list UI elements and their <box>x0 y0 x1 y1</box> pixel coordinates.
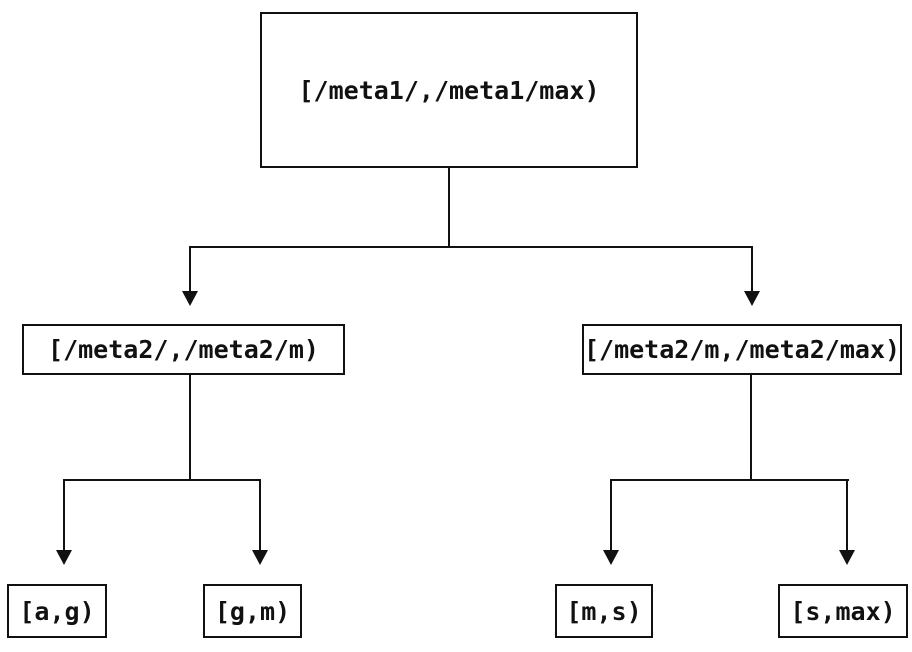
node-leaf-ms: [m,s) <box>555 584 653 638</box>
node-level2-right-label: [/meta2/m,/meta2/max) <box>583 335 901 364</box>
node-level2-left: [/meta2/,/meta2/m) <box>22 324 345 375</box>
edge-left-subtree-bar <box>63 479 261 481</box>
arrowhead-down-icon <box>252 550 268 565</box>
node-root-label: [/meta1/,/meta1/max) <box>298 75 600 105</box>
edge-right-subtree-stem <box>750 375 752 480</box>
edge-root-stem <box>448 168 450 247</box>
arrowhead-down-icon <box>56 550 72 565</box>
node-leaf-ag: [a,g) <box>7 584 107 638</box>
node-leaf-smax: [s,max) <box>778 584 908 638</box>
edge-left-subtree-stem <box>189 375 191 480</box>
edge-right-subtree-left-drop <box>610 479 612 550</box>
edge-right-subtree-right-drop <box>846 479 848 550</box>
node-leaf-ag-label: [a,g) <box>19 596 95 626</box>
arrowhead-down-icon <box>182 291 198 306</box>
arrowhead-down-icon <box>603 550 619 565</box>
edge-left-subtree-left-drop <box>63 479 65 550</box>
edge-right-subtree-bar <box>610 479 849 481</box>
edge-left-subtree-right-drop <box>259 479 261 550</box>
node-leaf-gm-label: [g,m) <box>214 596 291 626</box>
edge-level1-left-drop <box>189 246 191 292</box>
node-leaf-smax-label: [s,max) <box>790 596 896 626</box>
node-root: [/meta1/,/meta1/max) <box>260 12 638 168</box>
node-level2-right: [/meta2/m,/meta2/max) <box>582 324 902 375</box>
node-leaf-gm: [g,m) <box>203 584 302 638</box>
arrowhead-down-icon <box>744 291 760 306</box>
node-leaf-ms-label: [m,s) <box>566 596 642 626</box>
edge-level1-right-drop <box>751 246 753 292</box>
edge-level1-bar <box>189 246 753 248</box>
node-level2-left-label: [/meta2/,/meta2/m) <box>48 335 319 364</box>
arrowhead-down-icon <box>839 550 855 565</box>
